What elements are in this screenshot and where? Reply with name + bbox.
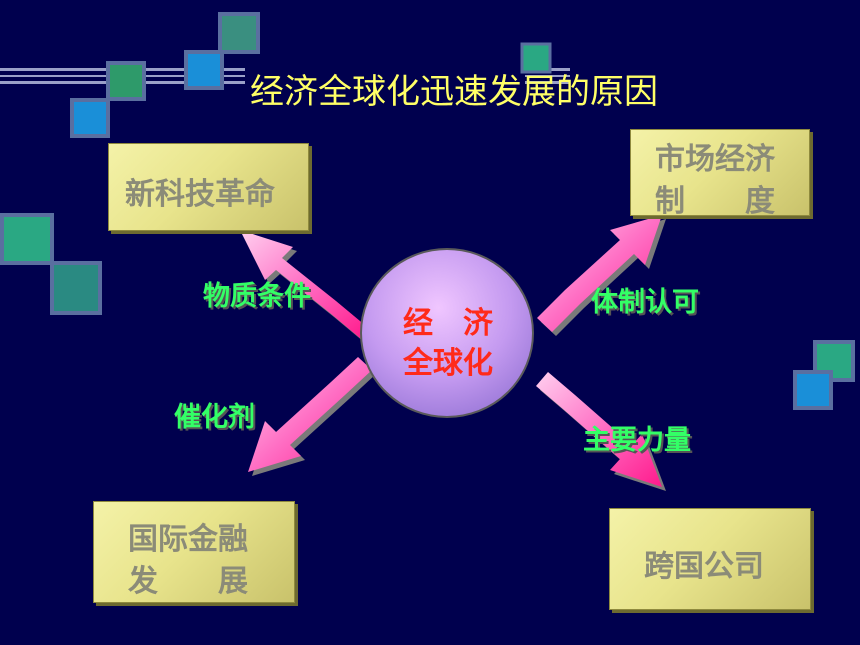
node-multinational: 跨国公司 [609, 508, 811, 610]
node-finance-label-line2: 发 展 [128, 564, 248, 599]
slide-title: 经济全球化迅速发展的原因 [250, 72, 658, 112]
center-label-line1: 经 济 [403, 306, 493, 341]
node-market-label-line1: 市场经济 [655, 142, 775, 177]
node-market-label-line2: 制 度 [655, 184, 775, 219]
node-finance-label-line1: 国际金融 [128, 522, 248, 557]
arrow-to-finance [248, 357, 376, 476]
edge-label-catalyst: 催化剂 [174, 402, 255, 433]
arrow-to-market [537, 215, 666, 336]
decorative-squares [0, 12, 855, 410]
node-tech-label: 新科技革命 [125, 177, 275, 212]
edge-label-main-force: 主要力量 [583, 425, 691, 456]
edge-label-material: 物质条件 [203, 281, 311, 312]
arrow-to-multinational [536, 372, 666, 491]
node-tech-revolution: 新科技革命 [108, 143, 309, 231]
node-market-economy: 市场经济 制 度 [630, 129, 810, 219]
arrow-to-tech [240, 230, 370, 342]
node-multinational-label: 跨国公司 [644, 549, 764, 584]
edge-label-institutional: 体制认可 [591, 287, 699, 318]
center-circle [360, 248, 534, 418]
node-intl-finance: 国际金融 发 展 [93, 501, 295, 603]
center-label-line2: 全球化 [403, 346, 493, 381]
